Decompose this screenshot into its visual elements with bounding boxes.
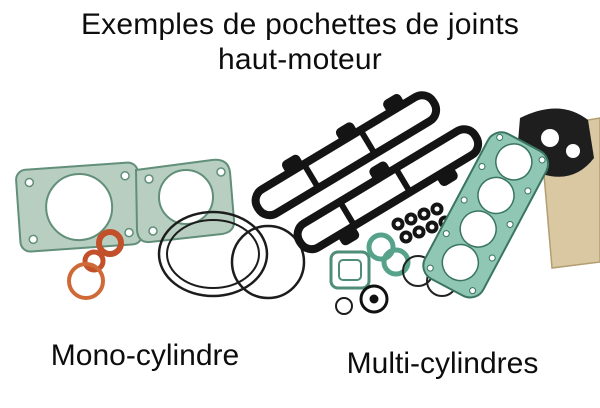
o-ring-orange-small-1 bbox=[96, 229, 124, 257]
cylinder-bore-hole bbox=[459, 210, 497, 248]
o-ring-orange-large bbox=[67, 262, 105, 300]
oil-seal-with-dot bbox=[359, 284, 389, 314]
page-title-line1: Exemples de pochettes de joints bbox=[80, 8, 520, 41]
grommet bbox=[399, 230, 413, 244]
grommet bbox=[412, 225, 426, 239]
page-title-line2: haut-moteur bbox=[218, 43, 382, 76]
mono-head-gasket-right bbox=[134, 158, 236, 244]
cylinder-bore-hole bbox=[45, 173, 114, 242]
o-ring-teal-2 bbox=[381, 247, 411, 277]
mono-cylinder-kit bbox=[15, 158, 306, 300]
small-o-ring-black bbox=[335, 297, 353, 315]
cylinder-bore-hole bbox=[441, 243, 480, 282]
caption-multi-cylindres: Multi-cylindres bbox=[346, 347, 539, 380]
grommet bbox=[417, 207, 431, 221]
grommet bbox=[404, 212, 418, 226]
page-title: Exemples de pochettes de joints haut-mot… bbox=[0, 7, 600, 77]
cylinder-bore-hole bbox=[495, 143, 533, 181]
o-ring-teal-1 bbox=[366, 232, 396, 262]
multi-cylinder-kit bbox=[251, 91, 600, 315]
grommet bbox=[425, 220, 439, 234]
valve-cover-gasket-2 bbox=[293, 125, 483, 254]
cylinder-bore-hole bbox=[158, 169, 214, 225]
valve-cover-gasket-1 bbox=[251, 91, 441, 220]
o-ring-orange-small-2 bbox=[82, 249, 106, 273]
mono-head-gasket-left bbox=[15, 161, 144, 253]
grommet bbox=[430, 202, 444, 216]
grommet bbox=[391, 217, 405, 231]
multi-head-gasket bbox=[422, 131, 550, 299]
caption-mono-cylindre: Mono-cylindre bbox=[50, 339, 240, 372]
square-gasket-teal bbox=[329, 250, 371, 290]
cylinder-bore-hole bbox=[477, 176, 515, 215]
base-gasket-rings bbox=[157, 210, 306, 300]
